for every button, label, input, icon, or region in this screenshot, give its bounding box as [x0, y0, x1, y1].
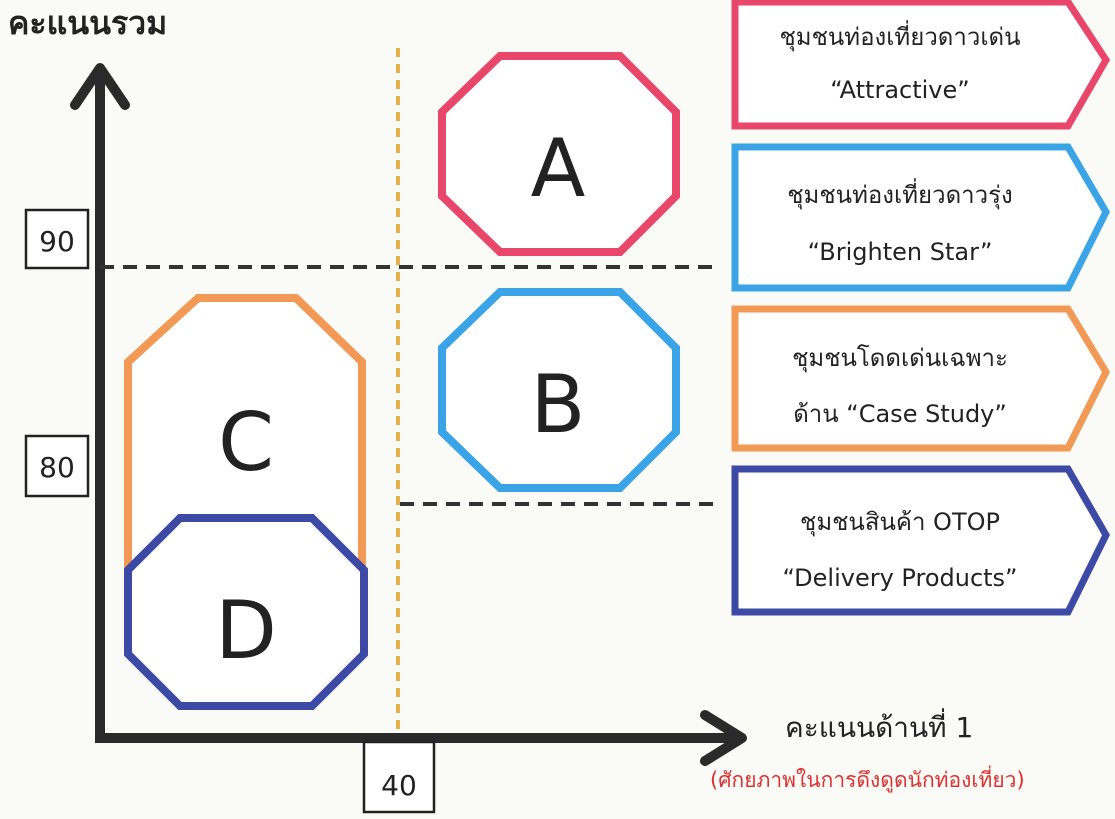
- y-axis-title: คะแนนรวม: [8, 4, 167, 42]
- y-tick-90: 90: [24, 208, 90, 270]
- y-axis-arrowhead: [70, 63, 130, 110]
- group-b-letter: B: [531, 358, 586, 451]
- legend-case-study: ชุมชนโดดเด่นเฉพาะ ด้าน “Case Study”: [731, 305, 1110, 452]
- legend-delivery-products: ชุมชนสินค้า OTOP “Delivery Products”: [731, 465, 1110, 616]
- group-d-shape: [124, 514, 368, 710]
- x-axis-title: คะแนนด้านที่ 1: [785, 708, 973, 744]
- svg-text:“Delivery Products”: “Delivery Products”: [782, 564, 1017, 592]
- svg-text:“Brighten Star”: “Brighten Star”: [808, 238, 993, 266]
- svg-text:ชุมชนท่องเที่ยวดาวรุ่ง: ชุมชนท่องเที่ยวดาวรุ่ง: [787, 178, 1012, 210]
- svg-text:90: 90: [39, 225, 75, 258]
- group-b-shape: [438, 288, 680, 492]
- y-tick-80: 80: [24, 434, 90, 498]
- svg-text:“Attractive”: “Attractive”: [830, 76, 969, 104]
- x-axis-arrowhead: [700, 710, 747, 766]
- group-a-shape: [438, 52, 680, 256]
- svg-text:ชุมชนสินค้า OTOP: ชุมชนสินค้า OTOP: [800, 508, 1000, 537]
- legend-brighten-star: ชุมชนท่องเที่ยวดาวรุ่ง “Brighten Star”: [731, 143, 1110, 292]
- group-d-letter: D: [215, 584, 277, 677]
- svg-text:80: 80: [39, 451, 75, 484]
- x-tick-40: 40: [362, 740, 436, 814]
- svg-text:40: 40: [381, 769, 417, 802]
- svg-text:ชุมชนท่องเที่ยวดาวเด่น: ชุมชนท่องเที่ยวดาวเด่น: [779, 20, 1020, 52]
- svg-text:ด้าน “Case Study”: ด้าน “Case Study”: [793, 400, 1007, 428]
- group-a-letter: A: [531, 122, 586, 215]
- svg-text:ชุมชนโดดเด่นเฉพาะ: ชุมชนโดดเด่นเฉพาะ: [792, 344, 1008, 373]
- group-c-letter: C: [218, 396, 274, 489]
- x-axis-subtitle: (ศักยภาพในการดึงดูดนักท่องเที่ยว): [710, 765, 1025, 793]
- legend-attractive: ชุมชนท่องเที่ยวดาวเด่น “Attractive”: [731, 0, 1111, 130]
